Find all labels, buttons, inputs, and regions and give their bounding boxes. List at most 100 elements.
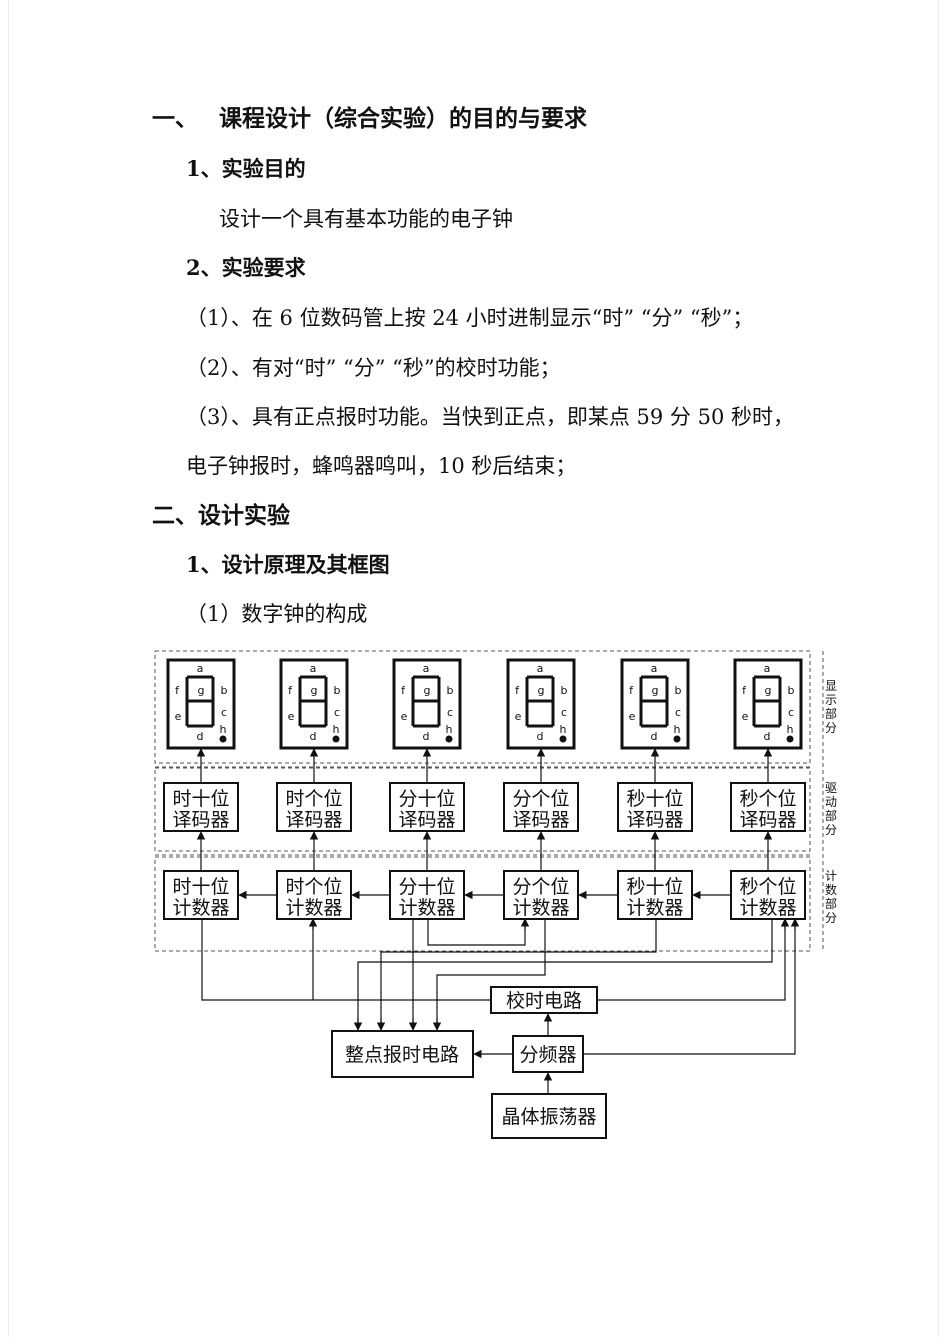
decoder-label-line-2: 译码器 — [512, 809, 569, 831]
counter-label-line-2: 计数器 — [398, 897, 455, 919]
composition-title: （1）数字钟的构成 — [186, 602, 368, 626]
oscillator-label: 晶体振荡器 — [501, 1106, 596, 1128]
hourly-chime-block — [331, 1030, 474, 1078]
page-border — [8, 0, 939, 1337]
segment-letter-e: e — [629, 710, 636, 723]
segment-letter-e: e — [515, 710, 522, 723]
segment-letter-a: a — [651, 662, 658, 675]
segment-letter-e: e — [742, 710, 749, 723]
segment-letter-h: h — [333, 723, 340, 736]
decimal-point-dot — [559, 735, 567, 743]
side-label-count-2: 数 — [825, 882, 837, 897]
decoder-label-line-1: 秒个位 — [739, 788, 796, 810]
decoder-block — [730, 782, 806, 832]
segment-letter-e: e — [288, 710, 295, 723]
segment-letter-a: a — [197, 662, 204, 675]
segment-letter-b: b — [334, 684, 341, 697]
requirement-1: （1）、在 6 位数码管上按 24 小时进制显示“时” “分” “秒”； — [186, 306, 754, 330]
counter-block — [276, 870, 352, 920]
decimal-point-dot — [786, 735, 794, 743]
decoder-label-line-1: 时个位 — [285, 788, 342, 810]
segment-letter-b: b — [447, 684, 454, 697]
segment-letter-d: d — [310, 730, 317, 743]
counter-label-line-1: 秒个位 — [739, 876, 796, 898]
segment-letter-d: d — [537, 730, 544, 743]
counter-label-line-1: 分个位 — [512, 876, 569, 898]
requirement-3-line-1: （3）、具有正点报时功能。当快到正点，即某点 59 分 50 秒时， — [186, 405, 795, 429]
segment-letter-h: h — [446, 723, 453, 736]
counter-label-line-2: 计数器 — [626, 897, 683, 919]
counter-label-line-2: 计数器 — [739, 897, 796, 919]
requirements-title: 2、实验要求 — [186, 255, 306, 280]
decoder-block — [276, 782, 352, 832]
section-frames — [154, 650, 824, 952]
seven-segment-display — [392, 658, 462, 750]
time-correction-label: 校时电路 — [506, 990, 582, 1012]
seven-segment-display — [506, 658, 576, 750]
purpose-text: 设计一个具有基本功能的电子钟 — [219, 207, 513, 231]
segment-letter-g: g — [652, 684, 659, 697]
segment-letter-g: g — [538, 684, 545, 697]
side-label-count-4: 分 — [825, 911, 837, 925]
segment-letter-b: b — [788, 684, 795, 697]
decimal-point-dot — [673, 735, 681, 743]
side-label-display-3: 部 — [825, 706, 837, 721]
time-correction-block — [490, 986, 598, 1014]
side-label-display-2: 示 — [825, 693, 837, 707]
decoder-label-line-2: 译码器 — [626, 809, 683, 831]
segment-letter-a: a — [310, 662, 317, 675]
purpose-title: 1、实验目的 — [186, 156, 306, 181]
side-label-count-1: 计 — [825, 869, 837, 883]
counter-block — [503, 870, 579, 920]
side-label-count-3: 部 — [825, 896, 837, 911]
segment-letter-a: a — [537, 662, 544, 675]
segment-letter-d: d — [423, 730, 430, 743]
side-label-driver-3: 部 — [825, 808, 837, 823]
counter-label-line-2: 计数器 — [285, 897, 342, 919]
counter-block — [730, 870, 806, 920]
decoder-label-line-1: 分个位 — [512, 788, 569, 810]
divider-block — [512, 1035, 584, 1073]
divider-label: 分频器 — [519, 1044, 576, 1066]
principle-title: 1、设计原理及其框图 — [186, 552, 390, 577]
wiring — [201, 918, 800, 1094]
side-label-driver-1: 驱 — [825, 781, 837, 795]
counter-block — [163, 870, 239, 920]
segment-letter-b: b — [561, 684, 568, 697]
counter-label-line-1: 秒十位 — [626, 876, 683, 898]
segment-letter-e: e — [401, 710, 408, 723]
segment-letter-a: a — [423, 662, 430, 675]
segment-letter-c: c — [561, 706, 567, 719]
seven-segment-display — [279, 658, 349, 750]
side-label-display-4: 分 — [825, 721, 837, 735]
counter-block — [389, 870, 465, 920]
decoder-label-line-1: 分十位 — [398, 788, 455, 810]
segment-letter-g: g — [424, 684, 431, 697]
decoder-label-line-2: 译码器 — [398, 809, 455, 831]
decoder-label-line-2: 译码器 — [172, 809, 229, 831]
counter-label-line-2: 计数器 — [512, 897, 569, 919]
decoder-block — [163, 782, 239, 832]
seven-segment-display — [733, 658, 803, 750]
segment-letter-c: c — [675, 706, 681, 719]
requirement-2: （2）、有对“时” “分” “秒”的校时功能； — [186, 356, 561, 380]
segment-letter-h: h — [560, 723, 567, 736]
hourly-chime-label: 整点报时电路 — [345, 1044, 459, 1066]
segment-letter-h: h — [674, 723, 681, 736]
segment-letter-c: c — [334, 706, 340, 719]
segment-letter-f: f — [742, 684, 747, 697]
segment-letter-h: h — [787, 723, 794, 736]
segment-letter-g: g — [198, 684, 205, 697]
segment-letter-h: h — [220, 723, 227, 736]
decimal-point-dot — [332, 735, 340, 743]
side-label-display-1: 显 — [825, 679, 837, 693]
decoder-label-line-1: 时十位 — [172, 788, 229, 810]
side-label-driver-2: 动 — [825, 795, 837, 809]
